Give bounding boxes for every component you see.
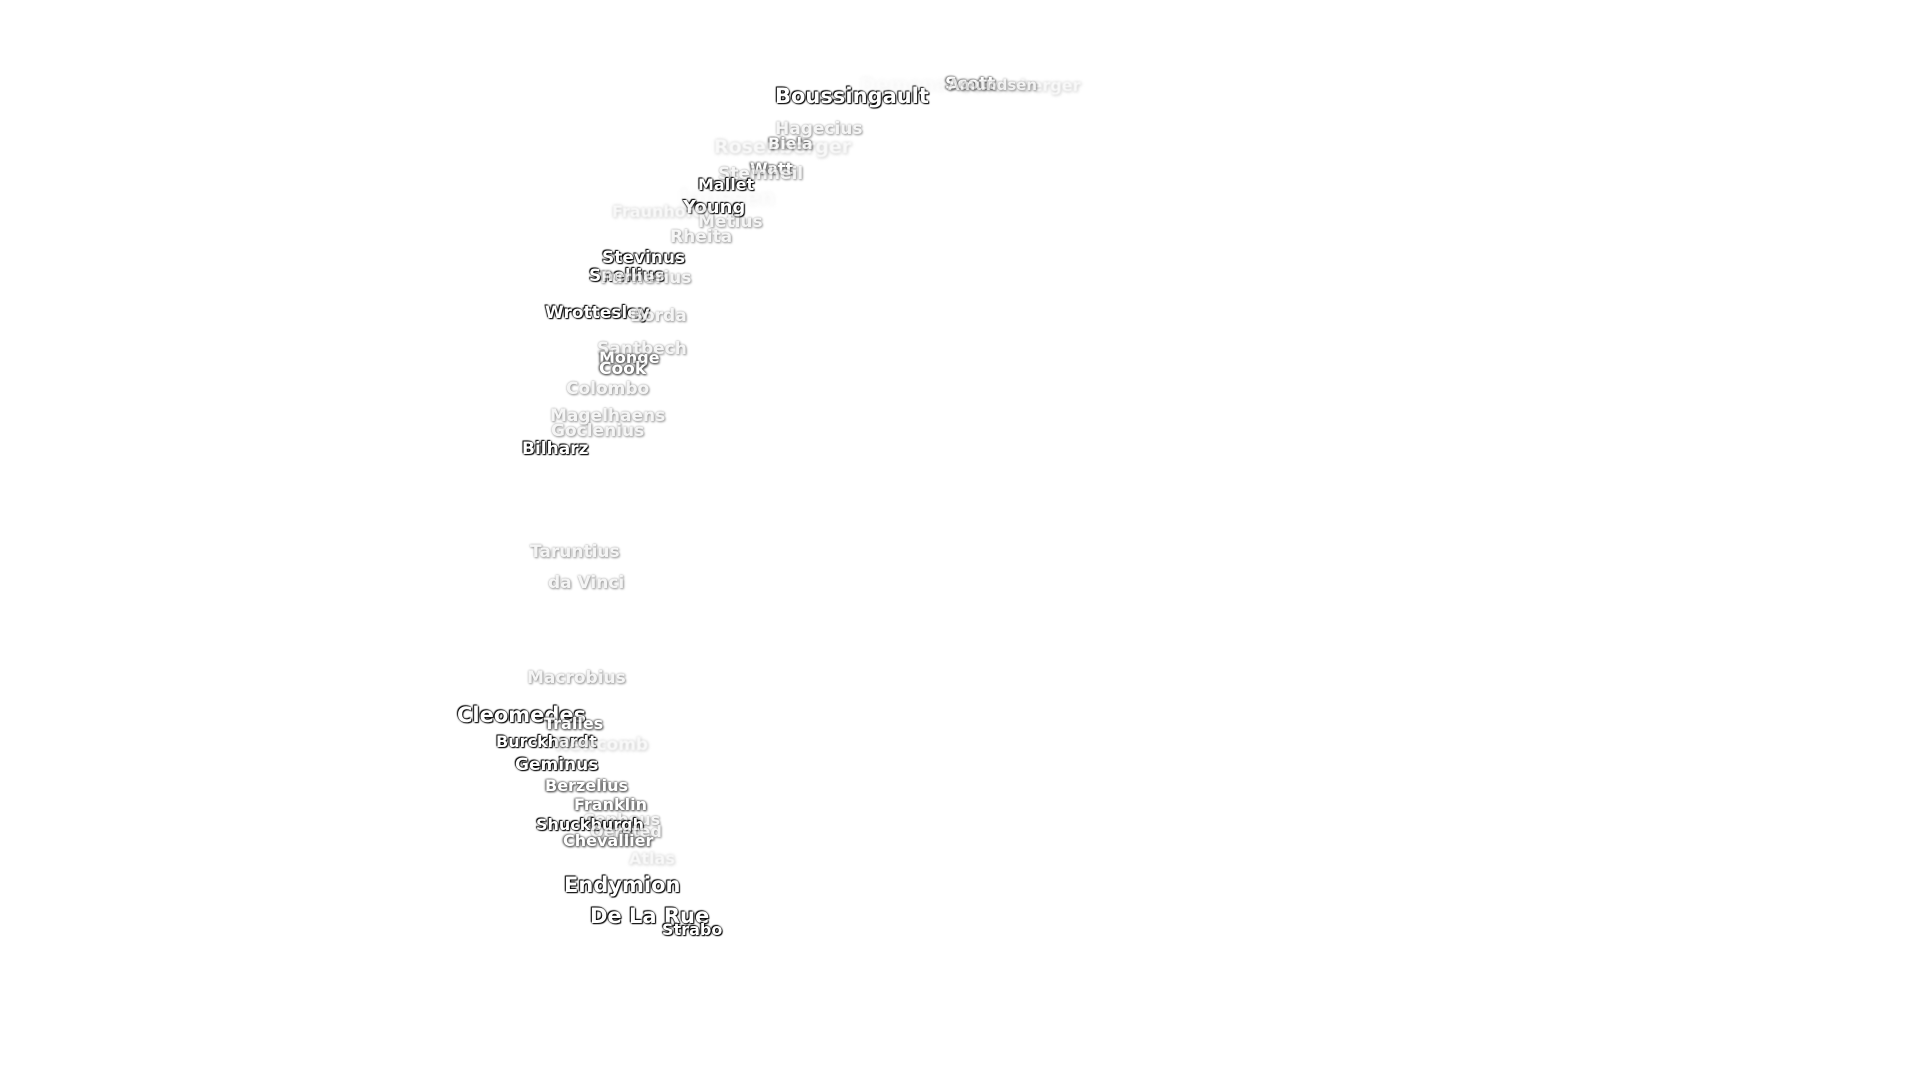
crater-label: Wrottesley	[545, 303, 650, 323]
crater-label: Tralles	[544, 714, 604, 733]
crater-label: Mallet	[698, 175, 755, 194]
crater-label: Newcomb	[555, 735, 649, 755]
crater-label: Rosenberger	[714, 136, 852, 158]
crater-label: Fraunhofer	[612, 202, 712, 221]
crater-label: Oersted	[590, 822, 662, 841]
crater-label: Biela	[768, 134, 813, 153]
crater-label: Geminus	[515, 755, 599, 775]
crater-label: da Vinci	[548, 573, 625, 593]
crater-label: Amundsen	[948, 76, 1038, 94]
crater-label: Franklin	[574, 795, 647, 814]
crater-label: Schomberger	[960, 76, 1081, 95]
crater-label: Scott	[945, 74, 996, 94]
crater-label: Magelhaens	[550, 406, 666, 426]
crater-label: Berzelius	[545, 776, 628, 795]
crater-label: Taruntius	[530, 542, 620, 562]
crater-label: Endymion	[564, 873, 681, 897]
crater-label: De La Rue	[590, 904, 710, 928]
crater-label: Demonax	[860, 74, 961, 96]
crater-label: Cepheus	[583, 810, 661, 829]
crater-label: Goclenius	[551, 421, 645, 441]
crater-label: Watt	[750, 159, 794, 178]
crater-label: Macrobius	[527, 668, 626, 688]
crater-label: Steinheil	[718, 164, 804, 184]
crater-label: Janssen	[680, 186, 776, 211]
crater-label: Borda	[630, 306, 687, 326]
crater-label: Stevinus	[602, 248, 686, 268]
crater-label: Atlas	[629, 849, 675, 868]
crater-label: Metius	[698, 212, 763, 232]
crater-label: Snellius	[589, 266, 665, 286]
crater-label: Strabo	[662, 920, 723, 939]
crater-label: Furnerius	[600, 268, 692, 288]
crater-label: Colombo	[566, 379, 650, 399]
crater-label: Boussingault	[775, 84, 929, 108]
crater-label: Bilharz	[522, 439, 589, 459]
crater-label: Young	[683, 197, 746, 218]
crater-label: Santbech	[597, 339, 687, 359]
crater-label: Hagecius	[775, 119, 863, 139]
crater-label: Burckhardt	[496, 732, 597, 751]
crater-label: Monge	[599, 348, 660, 367]
crater-label: Cleomedes	[457, 703, 587, 727]
crater-label: Rheita	[670, 227, 733, 247]
crater-label: Cook	[599, 359, 647, 379]
crater-label: Shuckburgh	[536, 815, 645, 834]
crater-label: Chevallier	[563, 831, 654, 850]
